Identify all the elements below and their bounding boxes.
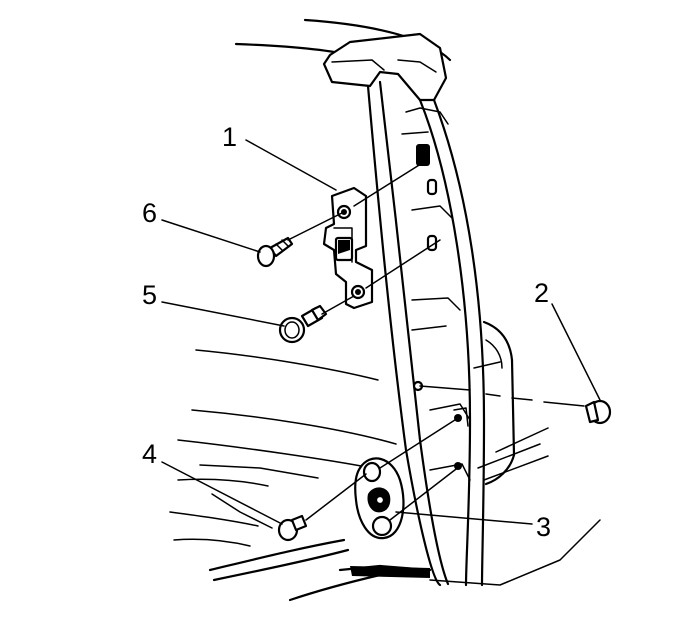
bolt-5 xyxy=(278,304,328,344)
callout-label-1: 1 xyxy=(222,122,237,152)
pin-2 xyxy=(584,399,612,425)
callout-label-6: 6 xyxy=(142,198,157,228)
callout-leader-lines xyxy=(161,139,601,525)
callout-label-3: 3 xyxy=(536,512,551,542)
latch-bracket xyxy=(322,186,374,310)
callout-label-5: 5 xyxy=(142,280,157,310)
tail-lamp-housing xyxy=(473,320,516,486)
bolt-4 xyxy=(277,514,308,542)
bolt-6 xyxy=(256,236,294,268)
callout-label-2: 2 xyxy=(534,278,549,308)
striker-plate xyxy=(354,457,405,540)
exploded-view-guide-lines xyxy=(287,161,585,521)
tailgate-pillar xyxy=(322,32,486,587)
truck-bed-outline xyxy=(169,18,601,602)
callout-label-4: 4 xyxy=(142,439,157,469)
